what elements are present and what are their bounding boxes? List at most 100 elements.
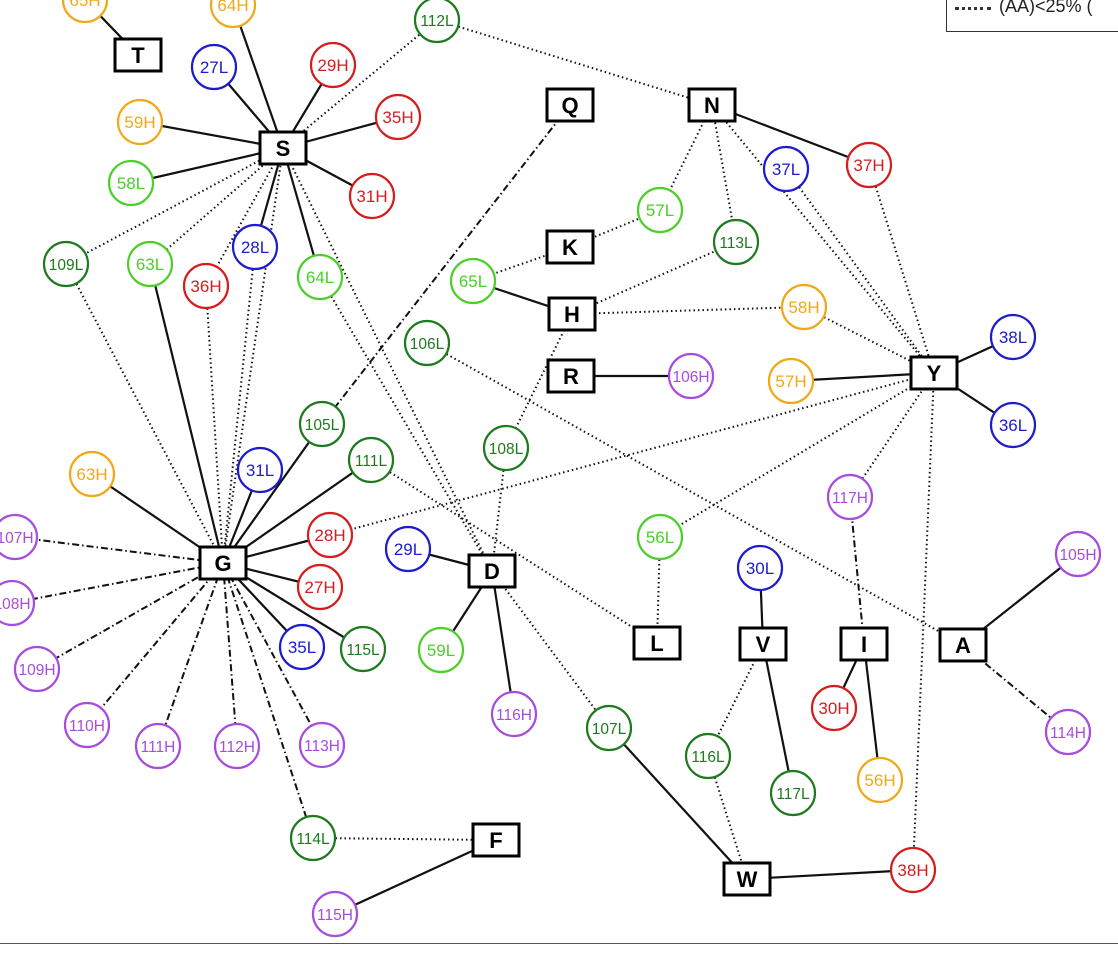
node-circle-64L: 64L [296, 253, 344, 301]
node-circle-38H: 38H [889, 846, 937, 894]
node-box-frame [467, 553, 517, 589]
node-circle-label: 57L [646, 201, 674, 220]
node-box-label: T [131, 43, 145, 68]
node-circle-ring [1044, 708, 1092, 756]
edge-Y-38H [912, 372, 935, 871]
node-circle-ring [107, 159, 155, 207]
node-circle-35L: 35L [278, 623, 326, 671]
node-circle-label: 38H [897, 861, 928, 880]
node-circle-ring [684, 732, 732, 780]
node-circle-111H: 111H [134, 722, 182, 770]
edge-37L-Y [785, 168, 935, 374]
node-circle-116L: 116L [684, 732, 732, 780]
node-circle-label: 115H [317, 907, 353, 924]
node-circle-28H: 28H [306, 511, 354, 559]
node-circle-114L: 114L [289, 814, 337, 862]
node-circle-28L: 28L [231, 223, 279, 271]
node-circle-ring [296, 253, 344, 301]
node-circle-ring [298, 400, 346, 448]
node-circle-ring [636, 186, 684, 234]
node-box-label: G [214, 551, 231, 576]
node-circle-ring [989, 313, 1037, 361]
node-circle-ring [298, 721, 346, 769]
node-circle-label: 31H [356, 187, 387, 206]
node-box-H: H [547, 296, 597, 332]
node-circle-ring [190, 43, 238, 91]
node-circle-65H: 65H [61, 0, 109, 24]
node-circle-label: 110H [69, 718, 105, 735]
node-circle-30L: 30L [736, 544, 784, 592]
edge-S-58L [130, 146, 284, 185]
node-circle-56H: 56H [856, 756, 904, 804]
node-circle-label: 58L [117, 174, 145, 193]
node-circle-107H: 107H [0, 513, 39, 561]
node-box-frame [909, 355, 959, 391]
node-circle-label: 113H [304, 738, 340, 755]
node-box-label: Y [927, 361, 942, 386]
node-box-T: T [113, 37, 163, 73]
edge-N-57L [659, 104, 713, 211]
edge-D-107L [491, 570, 610, 729]
node-circle-label: 112H [219, 739, 255, 756]
node-circle-ring [213, 722, 261, 770]
node-circle-label: 27L [200, 58, 228, 77]
node-box-D: D [467, 553, 517, 589]
node-circle-ring [736, 544, 784, 592]
node-circle-label: 114L [296, 831, 330, 848]
edge-G-112H [222, 562, 238, 747]
edge-28L-G [222, 246, 256, 564]
node-circle-106H: 106H [667, 352, 715, 400]
node-box-frame [687, 87, 737, 123]
edge-N-113L [711, 104, 737, 243]
edge-H-113L [571, 241, 737, 315]
node-circle-label: 109H [18, 662, 55, 679]
edge-H-58H [571, 306, 805, 315]
node-circle-label: 117L [776, 786, 810, 803]
node-box-frame [722, 861, 772, 897]
node-circle-ring [348, 172, 396, 220]
node-box-label: D [484, 559, 500, 584]
node-circle-ring [636, 513, 684, 561]
node-box-label: W [737, 867, 758, 892]
node-circle-ring [231, 223, 279, 271]
node-circle-ring [347, 436, 395, 484]
node-box-frame [545, 87, 595, 123]
node-circle-ring [306, 511, 354, 559]
node-box-frame [632, 625, 682, 661]
node-box-label: A [955, 633, 971, 658]
node-circle-ring [116, 98, 164, 146]
node-circle-115L: 115L [339, 625, 387, 673]
edge-Q-105L [321, 104, 571, 425]
node-circle-label: 59H [124, 113, 155, 132]
node-circle-116H: 116H [490, 690, 538, 738]
node-circle-58L: 58L [107, 159, 155, 207]
legend-dotted-line-swatch [955, 7, 991, 10]
node-circle-ring [856, 756, 904, 804]
node-circle-36H: 36H [182, 262, 230, 310]
node-box-label: Q [561, 93, 578, 118]
edge-36H-G [205, 285, 224, 564]
node-circle-ring [182, 262, 230, 310]
node-circle-ring [449, 257, 497, 305]
node-circle-label: 64H [217, 0, 248, 15]
node-box-frame [738, 626, 788, 662]
node-box-label: H [564, 302, 580, 327]
node-circle-label: 111H [141, 739, 176, 756]
node-circle-ring [845, 141, 893, 189]
node-circle-ring [490, 690, 538, 738]
edge-V-117L [761, 643, 795, 794]
node-circle-label: 29L [394, 540, 422, 559]
node-circle-label: 59L [427, 641, 455, 660]
node-circle-108H: 108H [0, 579, 36, 627]
node-circle-59L: 59L [417, 626, 465, 674]
edge-64L-D [319, 276, 493, 572]
node-circle-label: 30H [818, 699, 849, 718]
node-circle-36L: 36L [989, 401, 1037, 449]
node-circle-label: 105H [1059, 547, 1096, 564]
node-circle-label: 106L [410, 336, 445, 353]
node-box-label: N [704, 93, 720, 118]
edge-D-116H [490, 570, 516, 715]
node-box-G: G [198, 545, 248, 581]
node-box-label: F [489, 828, 502, 853]
node-circle-label: 35L [288, 638, 316, 657]
